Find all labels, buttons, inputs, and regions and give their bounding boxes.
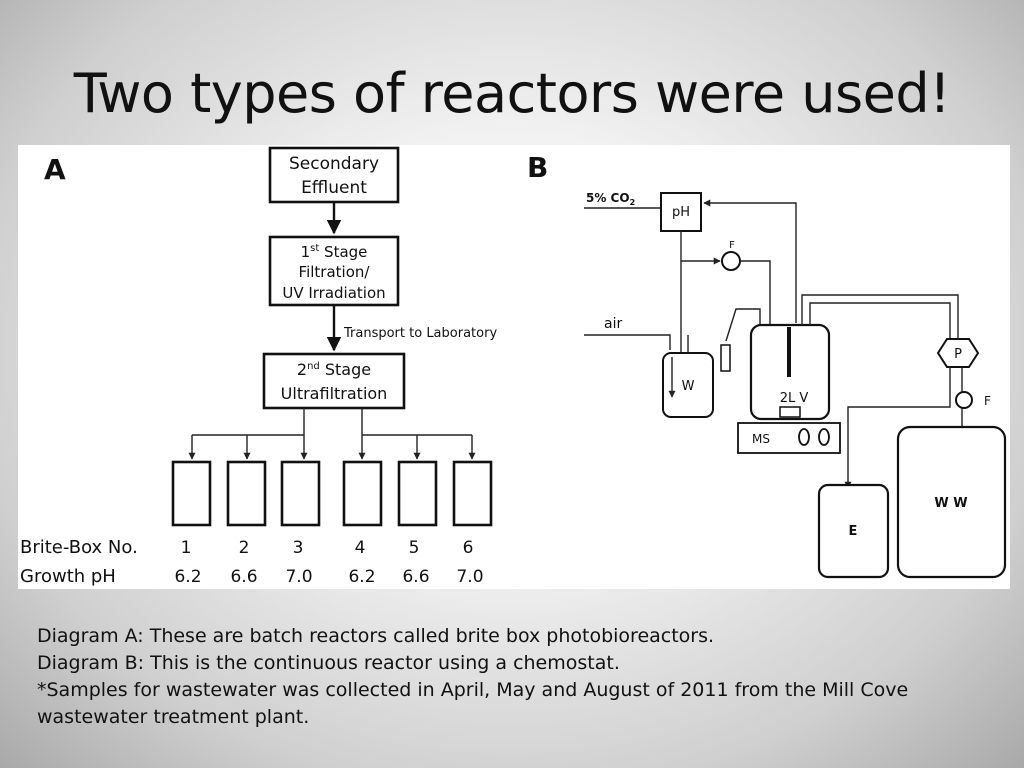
stage2-line2: Ultrafiltration: [281, 384, 388, 403]
diagram-b-label: B: [527, 151, 548, 184]
brite-box-row-label: Brite-Box No.: [20, 537, 138, 558]
sample-tube: [720, 344, 731, 372]
brite-box-6: [452, 460, 493, 527]
stage1-line1: 1st Stage: [301, 243, 368, 261]
ph-4: 6.2: [348, 567, 375, 587]
box-no-3: 3: [293, 538, 304, 558]
secondary-effluent-line2: Effluent: [301, 178, 367, 198]
diagram-a: A Secondary Effluent 1st Stage Filtratio…: [20, 146, 497, 587]
brite-box-numbers: 1 2 3 4 5 6: [181, 538, 474, 558]
flowmeter-right: [955, 391, 973, 409]
diagram-panel: A Secondary Effluent 1st Stage Filtratio…: [18, 145, 1010, 589]
ph-5: 6.6: [402, 567, 429, 587]
chemostat-vessel: 2L V: [749, 323, 831, 421]
stage1-line3: UV Irradiation: [282, 284, 385, 302]
air-label: air: [604, 316, 622, 332]
air-line: [584, 334, 671, 350]
diagram-b: B 5% CO2 pH F air W: [527, 151, 1007, 579]
brite-box-4: [342, 460, 383, 527]
pump-to-effluent: [844, 367, 951, 489]
stage2-line1: 2nd Stage: [297, 360, 371, 379]
reactor-diagrams: A Secondary Effluent 1st Stage Filtratio…: [20, 146, 1007, 587]
caption: Diagram A: These are batch reactors call…: [37, 623, 987, 731]
secondary-effluent-line1: Secondary: [289, 154, 379, 174]
box-no-4: 4: [355, 538, 366, 558]
box-no-1: 1: [181, 538, 192, 558]
box-no-6: 6: [463, 538, 474, 558]
e-label: E: [849, 524, 858, 539]
ph-label: pH: [672, 205, 690, 220]
stage1-box: 1st Stage Filtration/ UV Irradiation: [268, 235, 400, 307]
magnetic-stirrer: MS: [737, 422, 841, 454]
secondary-effluent-box: Secondary Effluent: [268, 146, 400, 204]
caption-line-3: *Samples for wastewater was collected in…: [37, 679, 921, 728]
flowmeter-right-label: F: [984, 394, 991, 408]
box-no-5: 5: [409, 538, 420, 558]
distribution-lines: [188, 408, 476, 460]
flowmeter-top: [721, 251, 741, 271]
transport-label: Transport to Laboratory: [343, 326, 497, 341]
pump-label: P: [954, 347, 962, 362]
ph-controller: pH: [660, 192, 702, 232]
growth-ph-values: 6.2 6.6 7.0 6.2 6.6 7.0: [174, 567, 483, 587]
diagram-a-label: A: [44, 153, 66, 186]
brite-box-1: [171, 460, 212, 527]
stage2-box: 2nd Stage Ultrafiltration: [262, 352, 406, 410]
ph-3: 7.0: [285, 567, 312, 587]
ph-probe-line: [703, 199, 797, 323]
brite-box-2: [226, 460, 267, 527]
brite-box-5: [397, 460, 438, 527]
caption-line-2: Diagram B: This is the continuous reacto…: [37, 652, 620, 674]
flowmeter-top-label: F: [729, 240, 735, 251]
w-label: W: [682, 379, 695, 394]
growth-ph-row-label: Growth pH: [20, 566, 116, 587]
ph-6: 7.0: [456, 567, 483, 587]
slide-title: Two types of reactors were used!: [73, 62, 951, 125]
vessel-label: 2L V: [780, 391, 809, 406]
ms-label: MS: [752, 432, 770, 446]
pump: P: [936, 338, 980, 368]
effluent-vessel: E: [817, 483, 890, 579]
ph-2: 6.6: [230, 567, 257, 587]
box-no-2: 2: [239, 538, 250, 558]
ww-label: W W: [934, 496, 967, 511]
brite-boxes: [171, 460, 493, 527]
w-vessel: W: [662, 352, 714, 418]
co2-label: 5% CO2: [586, 191, 635, 207]
stage1-line2: Filtration/: [299, 263, 371, 281]
caption-line-1: Diagram A: These are batch reactors call…: [37, 625, 715, 647]
vessel-to-pump-inner: [809, 302, 951, 341]
vessel-to-pump-outer: [801, 294, 959, 341]
ph-1: 6.2: [174, 567, 201, 587]
brite-box-3: [280, 460, 321, 527]
wastewater-vessel: W W: [896, 425, 1007, 579]
ph-to-flowmeter: [680, 231, 721, 265]
